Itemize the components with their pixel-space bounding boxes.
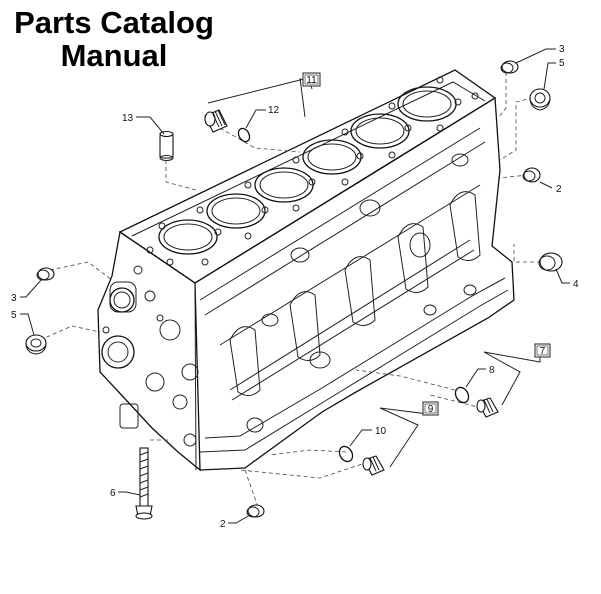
o-ring-part-8	[454, 386, 470, 404]
title-line-1: Parts Catalog	[14, 5, 214, 40]
group-box-7: 7	[534, 343, 551, 358]
callout-labels: 13 12 3 5 2 4 3 5 6 2 8 10	[11, 44, 579, 530]
callout-12: 12	[268, 105, 280, 116]
dowel-pin-part	[159, 130, 174, 161]
callout-5-left: 5	[11, 310, 17, 321]
callout-6: 6	[110, 488, 116, 499]
o-ring-part-12	[237, 127, 251, 143]
callout-8: 8	[489, 365, 495, 376]
cup-plug-part-3-top	[500, 60, 519, 74]
group-box-9-number: 9	[428, 404, 434, 415]
assembly-dashed-lines	[39, 72, 548, 508]
crankcase-ribs	[219, 153, 481, 433]
cup-plug-part-2-bottom	[246, 504, 265, 518]
threaded-plug-part-9	[362, 455, 385, 476]
callout-3-top: 3	[559, 44, 565, 55]
group-box-7-number: 7	[540, 346, 546, 357]
callout-5-top: 5	[559, 58, 565, 69]
stud-bolt-part-6	[135, 447, 153, 520]
group-box-11: 11	[302, 72, 321, 87]
engine-block	[97, 69, 515, 472]
callout-13: 13	[122, 113, 134, 124]
page-title: Parts Catalog Manual	[0, 6, 228, 72]
callout-3-left: 3	[11, 293, 17, 304]
deck-bolt-holes	[146, 76, 479, 266]
o-ring-part-10	[338, 445, 354, 463]
group-box-11-number: 11	[306, 75, 317, 86]
title-line-2: Manual	[60, 38, 168, 73]
bushing-part-5-left	[25, 334, 47, 355]
callout-2-right: 2	[556, 184, 562, 195]
callout-10: 10	[375, 426, 387, 437]
threaded-plug-part-7	[476, 397, 499, 418]
bushing-part-5-top	[529, 88, 551, 111]
callout-2-bottom: 2	[220, 519, 226, 530]
cup-plug-part-2-right	[522, 167, 541, 183]
callout-4: 4	[573, 279, 579, 290]
cup-plug-part-4	[538, 252, 563, 272]
cup-plug-part-3-left	[36, 267, 55, 281]
threaded-plug-part-11	[204, 109, 228, 133]
group-box-9: 9	[422, 401, 439, 416]
